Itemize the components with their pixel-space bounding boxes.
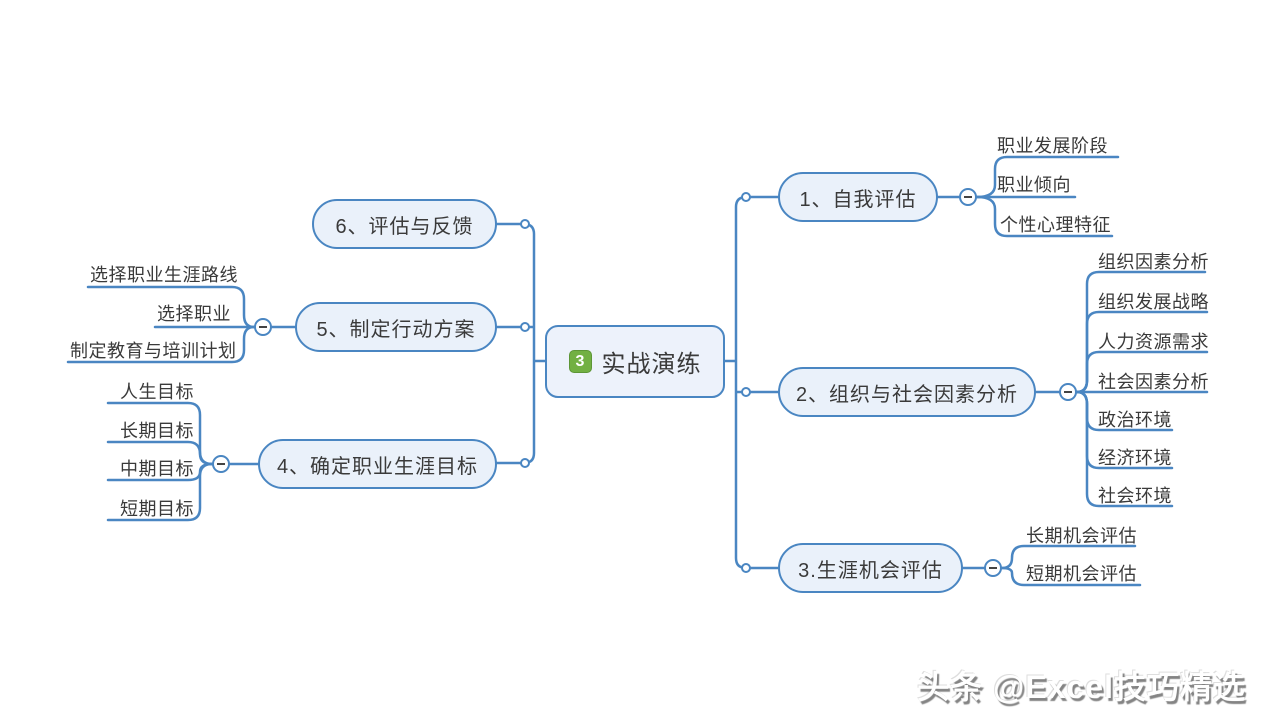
- leaf-topic[interactable]: 个性心理特征: [1000, 215, 1111, 235]
- leaf-topic[interactable]: 选择职业: [157, 304, 231, 324]
- branch-topic-3[interactable]: 3.生涯机会评估: [778, 543, 963, 593]
- leaf-topic[interactable]: 职业发展阶段: [997, 136, 1108, 156]
- minus-icon: [1064, 391, 1072, 393]
- collapse-button[interactable]: [984, 559, 1002, 577]
- leaf-topic[interactable]: 长期目标: [120, 421, 194, 441]
- leaf-topic[interactable]: 长期机会评估: [1026, 526, 1137, 546]
- leaf-topic[interactable]: 中期目标: [120, 459, 194, 479]
- leaf-topic[interactable]: 组织发展战略: [1098, 292, 1209, 312]
- branch-topic-4[interactable]: 4、确定职业生涯目标: [258, 439, 497, 489]
- collapse-button[interactable]: [212, 455, 230, 473]
- minus-icon: [989, 567, 997, 569]
- branch-topic-1-label: 1、自我评估: [799, 188, 917, 211]
- leaf-topic[interactable]: 社会环境: [1098, 486, 1172, 506]
- branch-topic-3-label: 3.生涯机会评估: [798, 559, 943, 582]
- branch-topic-2-label: 2、组织与社会因素分析: [795, 383, 1019, 406]
- minus-icon: [964, 196, 972, 198]
- leaf-topic[interactable]: 组织因素分析: [1098, 252, 1209, 272]
- leaf-topic[interactable]: 职业倾向: [997, 175, 1071, 195]
- leaf-topic[interactable]: 选择职业生涯路线: [90, 265, 238, 285]
- leaf-topic[interactable]: 社会因素分析: [1098, 372, 1209, 392]
- branch-topic-5[interactable]: 5、制定行动方案: [295, 302, 497, 352]
- leaf-topic[interactable]: 人生目标: [120, 382, 194, 402]
- leaf-topic[interactable]: 短期目标: [120, 499, 194, 519]
- central-topic[interactable]: 3 实战演练: [545, 325, 725, 398]
- branch-topic-2[interactable]: 2、组织与社会因素分析: [778, 367, 1036, 417]
- branch-topic-6-label: 6、评估与反馈: [335, 215, 474, 238]
- leaf-topic[interactable]: 短期机会评估: [1026, 564, 1137, 584]
- branch-topic-5-label: 5、制定行动方案: [316, 318, 476, 341]
- branch-topic-4-label: 4、确定职业生涯目标: [276, 455, 479, 478]
- watermark: 头条 @Excel技巧精选: [917, 669, 1246, 705]
- branch-topic-6[interactable]: 6、评估与反馈: [312, 199, 497, 249]
- leaf-topic[interactable]: 经济环境: [1098, 448, 1172, 468]
- priority-3-icon: 3: [568, 350, 592, 373]
- leaf-topic[interactable]: 人力资源需求: [1098, 332, 1209, 352]
- leaf-topic[interactable]: 政治环境: [1098, 410, 1172, 430]
- collapse-button[interactable]: [1059, 383, 1077, 401]
- collapse-button[interactable]: [959, 188, 977, 206]
- central-topic-label: 实战演练: [601, 351, 702, 378]
- minus-icon: [259, 326, 267, 328]
- minus-icon: [217, 463, 225, 465]
- collapse-button[interactable]: [254, 318, 272, 336]
- leaf-topic[interactable]: 制定教育与培训计划: [70, 341, 237, 361]
- branch-topic-1[interactable]: 1、自我评估: [778, 172, 938, 222]
